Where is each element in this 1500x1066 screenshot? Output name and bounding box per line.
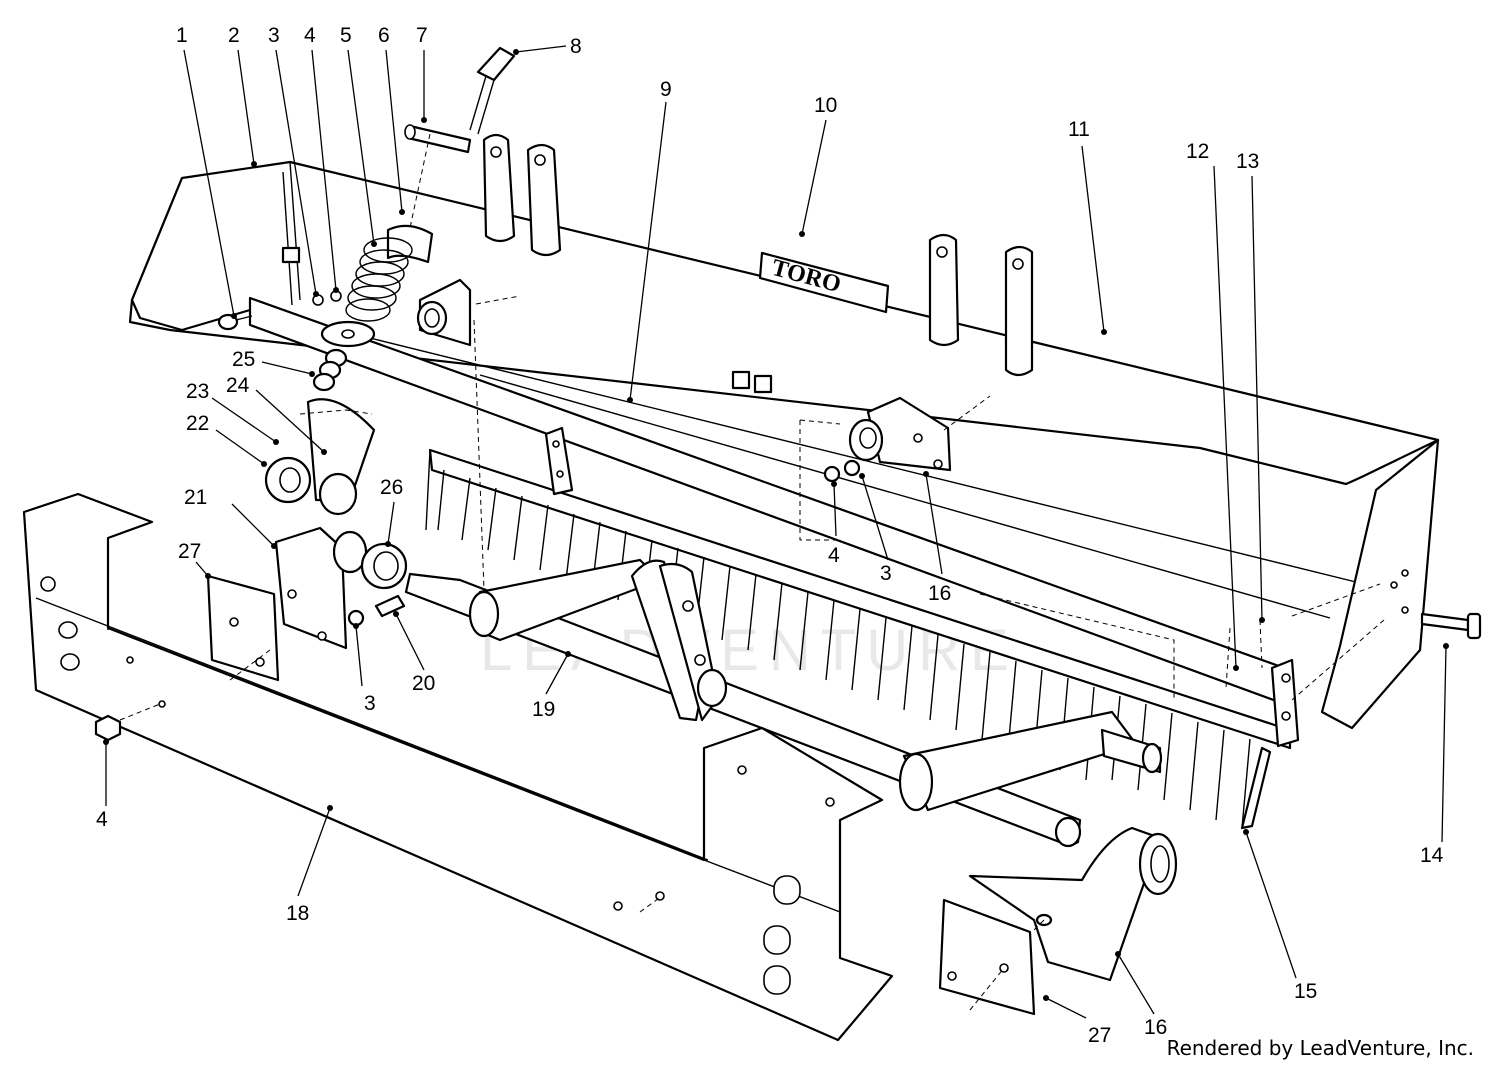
frame-channel: [22, 492, 894, 1042]
callout-13: 13: [1236, 150, 1259, 173]
callout-1: 1: [176, 24, 188, 47]
leader-dots: [103, 49, 1449, 1001]
callout-3-mid: 3: [880, 562, 892, 585]
callout-9: 9: [660, 78, 672, 101]
leader-lines: [105, 45, 1447, 1019]
spring-assembly: [320, 46, 516, 348]
rocker-shaft: [404, 558, 1163, 848]
upper-bushing-bracket: [416, 278, 472, 347]
lower-right-bracket: [968, 826, 1178, 982]
right-bolt: [1420, 612, 1482, 640]
callout-27-left: 27: [178, 540, 201, 563]
callout-7: 7: [416, 24, 428, 47]
callout-24: 24: [226, 374, 250, 397]
callout-3-lower: 3: [364, 692, 376, 715]
callout-3: 3: [268, 24, 280, 47]
left-pad: [206, 574, 280, 682]
callout-19: 19: [532, 698, 555, 721]
comb-bracket: [544, 426, 574, 496]
main-housing: [128, 160, 1440, 708]
callout-12: 12: [1186, 140, 1209, 163]
callout-4: 4: [304, 24, 316, 47]
callout-15: 15: [1294, 980, 1317, 1003]
right-pad: [938, 898, 1036, 1016]
lower-left-nut: [94, 714, 122, 742]
small-clips: [281, 246, 773, 394]
callout-23: 23: [186, 380, 209, 403]
callout-16-mid: 16: [928, 582, 951, 605]
callout-21: 21: [184, 486, 207, 509]
callout-6: 6: [378, 24, 390, 47]
callout-4-lower: 4: [96, 808, 108, 831]
callout-18: 18: [286, 902, 309, 925]
assembly-lines: [119, 133, 1385, 1011]
callout-25: 25: [232, 348, 255, 371]
callout-20: 20: [412, 672, 435, 695]
lift-tabs: [482, 133, 1034, 377]
callout-2: 2: [228, 24, 240, 47]
callout-4-mid: 4: [828, 544, 840, 567]
callout-14: 14: [1420, 844, 1444, 867]
callout-22: 22: [186, 412, 209, 435]
nut-stack: [312, 348, 348, 392]
left-bearing-group: [264, 398, 408, 650]
callout-11: 11: [1068, 118, 1090, 141]
callout-27-right: 27: [1088, 1024, 1111, 1047]
callout-10: 10: [814, 94, 837, 117]
callout-26: 26: [380, 476, 403, 499]
callout-8: 8: [570, 35, 582, 58]
credit-text: Rendered by LeadVenture, Inc.: [1166, 1036, 1474, 1060]
callout-5: 5: [340, 24, 352, 47]
callout-labels: 1 2 3 4 5 6 7 8 9 10 11 12 13 25 23 24 2…: [96, 24, 1444, 1047]
callout-16-lower: 16: [1144, 1016, 1167, 1039]
right-bushing-bracket: [823, 396, 952, 483]
